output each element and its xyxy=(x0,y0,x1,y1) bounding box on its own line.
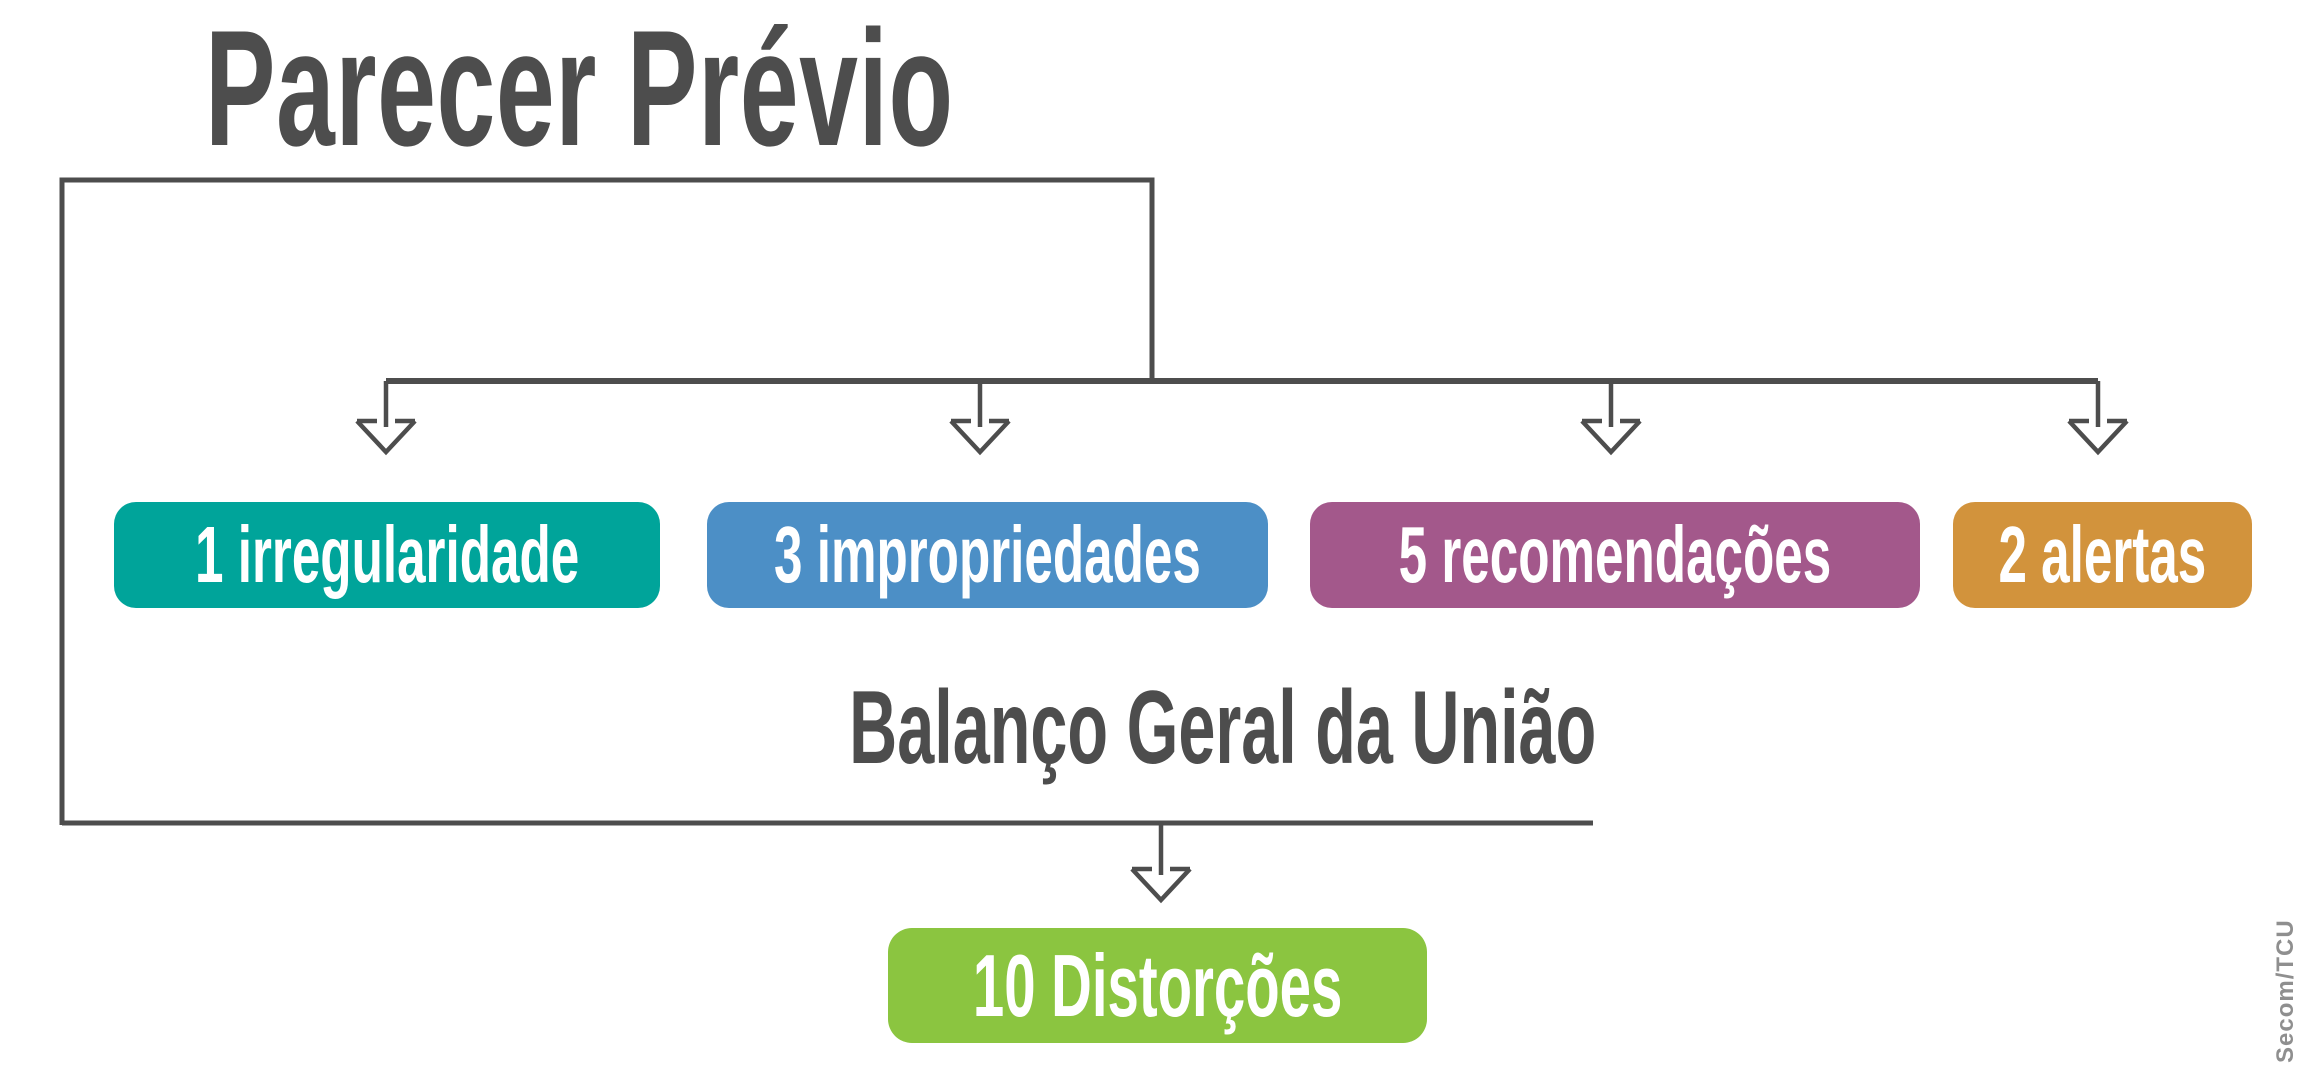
page-title-text: Parecer Prévio xyxy=(205,0,954,180)
arrow-down-icon xyxy=(1580,381,1642,456)
finding-box-alertas: 2 alertas xyxy=(1953,502,2252,608)
bracket-line xyxy=(59,177,1155,825)
arrow-down-icon xyxy=(2067,381,2129,456)
page-title: Parecer Prévio xyxy=(205,6,1375,171)
finding-box-impropriedades: 3 impropriedades xyxy=(707,502,1268,608)
arrow-down-icon xyxy=(1130,823,1192,904)
finding-label: 5 recomendações xyxy=(1398,510,1832,599)
result-box-distorcoes: 10 Distorções xyxy=(888,928,1427,1043)
arrow-down-icon xyxy=(949,381,1011,456)
finding-label: 2 alertas xyxy=(1998,510,2207,599)
finding-label: 3 impropriedades xyxy=(774,510,1201,599)
subtitle: Balanço Geral da União xyxy=(639,676,1693,780)
credit-text: Secom/TCU xyxy=(2272,919,2299,1063)
subtitle-text: Balanço Geral da União xyxy=(849,670,1597,786)
finding-box-irregularidade: 1 irregularidade xyxy=(114,502,660,608)
finding-label: 1 irregularidade xyxy=(194,510,580,599)
arrow-down-icon xyxy=(355,381,417,456)
result-label: 10 Distorções xyxy=(972,935,1343,1035)
finding-box-recomendacoes: 5 recomendações xyxy=(1310,502,1920,608)
